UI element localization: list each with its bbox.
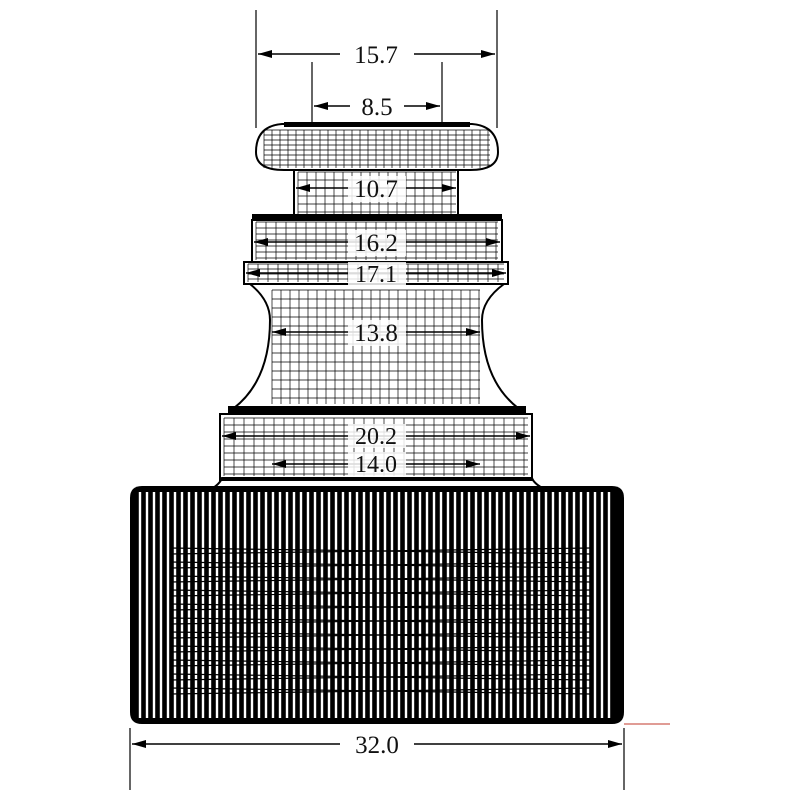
mesh-line bbox=[169, 687, 591, 695]
mesh-line bbox=[169, 659, 591, 667]
waist-bottom-band bbox=[228, 406, 526, 415]
dim-label-lower-step: 20.2 bbox=[355, 424, 397, 450]
mesh-line bbox=[169, 603, 591, 611]
cap-hatch bbox=[263, 129, 490, 168]
dim-label-neck: 10.7 bbox=[354, 176, 398, 203]
lower-step-outline bbox=[219, 413, 533, 481]
dimension-labels: 15.7 8.5 10.7 16.2 17.1 13.8 20.2 14.0 3… bbox=[340, 40, 414, 759]
dim-label-collar: 16.2 bbox=[354, 230, 398, 257]
dim-label-base: 32.0 bbox=[355, 732, 399, 759]
cap-top-band bbox=[284, 122, 470, 127]
mesh-line bbox=[169, 617, 591, 625]
mesh-line bbox=[169, 645, 591, 653]
base-knurl bbox=[138, 492, 611, 718]
dim-label-flange: 17.1 bbox=[355, 262, 397, 288]
dim-label-cap-inner: 8.5 bbox=[361, 94, 392, 121]
mesh-line bbox=[169, 631, 591, 639]
mesh-line bbox=[169, 561, 591, 569]
mesh-line bbox=[169, 673, 591, 681]
waist-hatch bbox=[271, 289, 480, 404]
dim-label-waist: 13.8 bbox=[354, 320, 398, 347]
mesh-line bbox=[169, 547, 591, 555]
dim-label-lower-inner: 14.0 bbox=[355, 452, 397, 478]
collar-top-band bbox=[252, 214, 502, 221]
cap-outline bbox=[254, 123, 500, 171]
extension-lines bbox=[129, 10, 625, 790]
mesh-line bbox=[169, 575, 591, 583]
part-body bbox=[130, 122, 624, 724]
dim-label-cap-outer: 15.7 bbox=[354, 42, 398, 69]
mesh-line bbox=[169, 589, 591, 597]
